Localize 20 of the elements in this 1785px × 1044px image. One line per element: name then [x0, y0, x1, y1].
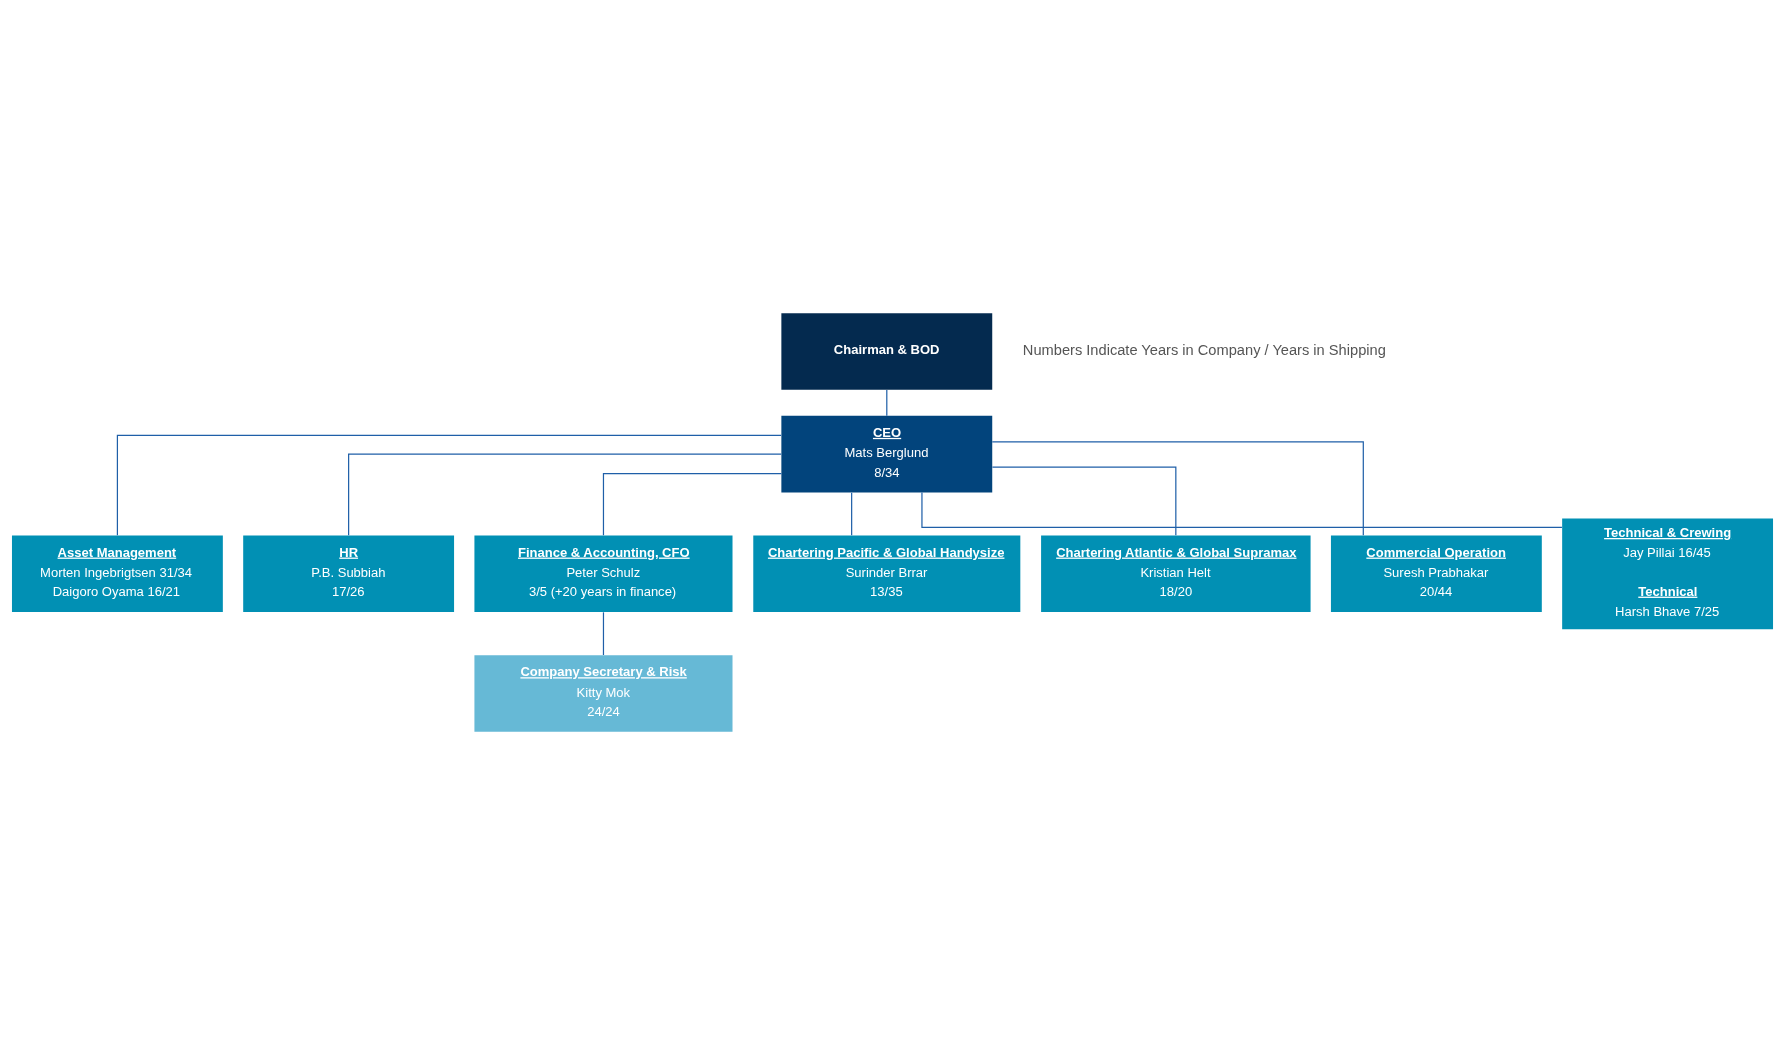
- connector: [602, 472, 782, 536]
- connector: [348, 453, 782, 536]
- node-box: Finance & Accounting, CFO Peter Schulz 3/5 (+20 years in finance): [474, 535, 733, 612]
- node-box: Commercial Operation Suresh Prabhakar 20/44: [1330, 535, 1542, 612]
- connector: [991, 466, 1177, 536]
- node-box: Technical & Crewing Jay Pillai 16/45 Technical Harsh Bhave 7/25: [1562, 517, 1774, 629]
- connector: [116, 434, 782, 536]
- label: Numbers Indicate Years in Company / Years in Shipping: [1022, 341, 1386, 358]
- node-box: Company Secretary & Risk Kitty Mok 24/24: [474, 654, 733, 732]
- node-box: HR P.B. Subbiah 17/26: [243, 535, 455, 612]
- connector: [851, 491, 853, 536]
- connector: [602, 611, 605, 656]
- node-box: Chairman & BOD: [781, 312, 993, 390]
- connector: [991, 440, 1364, 536]
- node-box: Chartering Pacific & Global Handysize Surinder Brrar 13/35: [753, 535, 1021, 612]
- connector: [886, 388, 888, 416]
- connector: [921, 491, 1563, 528]
- node-box: CEO Mats Berglund 8/34: [781, 415, 993, 492]
- node-box: Chartering Atlantic & Global Supramax Kristian Helt 18/20: [1041, 535, 1311, 612]
- node-box: Asset Management Morten Ingebrigtsen 31/34 Daigoro Oyama 16/21: [11, 535, 223, 612]
